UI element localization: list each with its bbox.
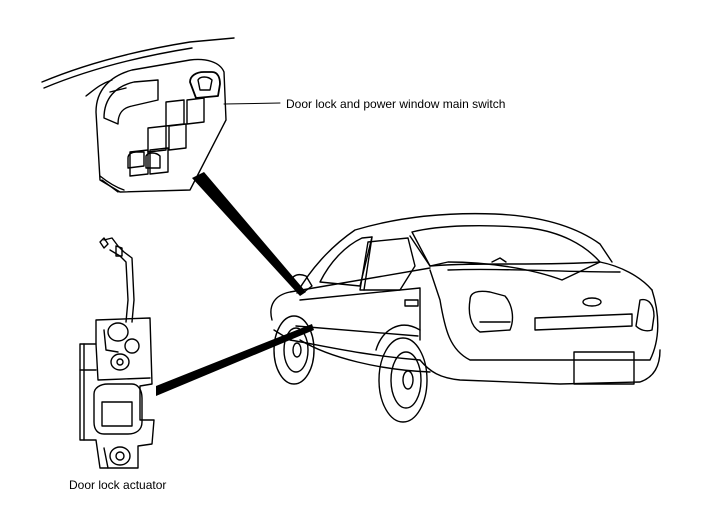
door-lock-actuator-illustration [79, 237, 155, 469]
switch-pointer-band [192, 172, 306, 296]
actuator-pointer-band [156, 324, 314, 396]
main-switch-callout-label: Door lock and power window main switch [286, 97, 506, 111]
car-illustration [270, 212, 661, 423]
actuator-callout-label: Door lock actuator [69, 478, 167, 492]
door-switch-panel-illustration [41, 37, 281, 193]
